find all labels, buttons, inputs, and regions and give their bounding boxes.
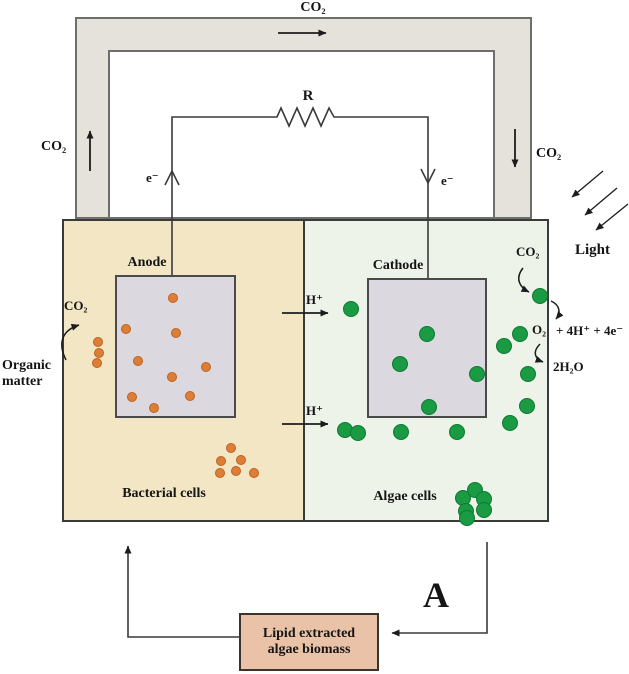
organic-matter-line1: Organic — [2, 358, 51, 373]
bacterial-cell-dot — [168, 293, 178, 303]
anode-co2-label: CO₂ — [64, 298, 88, 313]
bacterial-cell-dot — [94, 348, 104, 358]
bacterial-cell-dot — [201, 362, 211, 372]
algae-cell-dot — [350, 425, 366, 441]
algae-cell-dot — [459, 510, 475, 526]
bacterial-cell-dot — [236, 455, 246, 465]
light-label: Light — [575, 242, 611, 258]
algae-cell-dot — [449, 424, 465, 440]
cathode-label: Cathode — [372, 258, 424, 273]
bacterial-cell-dot — [231, 466, 241, 476]
bacterial-cell-dot — [226, 443, 236, 453]
algae-cell-dot — [532, 288, 548, 304]
bacterial-cell-dot — [121, 324, 131, 334]
algae-cell-dot — [502, 415, 518, 431]
bacterial-cell-dot — [133, 356, 143, 366]
biomass-box-line1: Lipid extracted — [262, 626, 356, 641]
bacterial-cell-dot — [171, 328, 181, 338]
bacterial-cell-dot — [93, 337, 103, 347]
bacterial-cell-dot — [185, 391, 195, 401]
algae-cell-dot — [520, 366, 536, 382]
co2-top-label: CO₂ — [300, 0, 326, 15]
algae-cell-dot — [343, 301, 359, 317]
bacterial-cell-dot — [249, 468, 259, 478]
anode-label: Anode — [127, 255, 167, 270]
algae-cell-dot — [419, 326, 435, 342]
o2-label: O₂ — [532, 322, 547, 337]
algae-cell-dot — [519, 398, 535, 414]
bacterial-cell-dot — [167, 372, 177, 382]
co2-right-label: CO₂ — [536, 146, 562, 161]
h-plus-bottom-label: H⁺ — [306, 403, 323, 418]
cathode-electrode — [367, 278, 487, 418]
algae-cell-dot — [469, 366, 485, 382]
panel-a-label: A — [423, 575, 449, 615]
algae-cell-dot — [512, 326, 528, 342]
algae-cell-dot — [421, 399, 437, 415]
algae-cell-dot — [393, 424, 409, 440]
organic-matter-line2: matter — [2, 374, 43, 390]
h-plus-top-label: H⁺ — [306, 292, 323, 307]
electron-right-label: e⁻ — [441, 173, 454, 188]
algae-cell-dot — [392, 356, 408, 372]
co2-left-label: CO₂ — [41, 139, 67, 154]
cathode-co2-label: CO₂ — [516, 244, 540, 259]
lipid-biomass-box: Lipid extracted algae biomass — [239, 613, 379, 671]
resistor-label: R — [302, 88, 314, 104]
bacterial-cell-dot — [149, 403, 159, 413]
bacterial-cell-dot — [127, 392, 137, 402]
organic-matter-label: Organic matter — [2, 358, 51, 390]
water-label: 2H₂O — [553, 359, 584, 374]
electron-left-label: e⁻ — [146, 170, 159, 185]
bacterial-cell-dot — [215, 468, 225, 478]
algae-cell-dot — [476, 502, 492, 518]
bacterial-cell-dot — [216, 456, 226, 466]
algae-cell-dot — [496, 338, 512, 354]
bacterial-cells-label: Bacterial cells — [122, 486, 206, 501]
reaction-label: + 4H⁺ + 4e⁻ — [556, 323, 624, 338]
bacterial-cell-dot — [92, 358, 102, 368]
algae-cells-label: Algae cells — [373, 489, 437, 504]
biomass-box-line2: algae biomass — [267, 642, 351, 657]
